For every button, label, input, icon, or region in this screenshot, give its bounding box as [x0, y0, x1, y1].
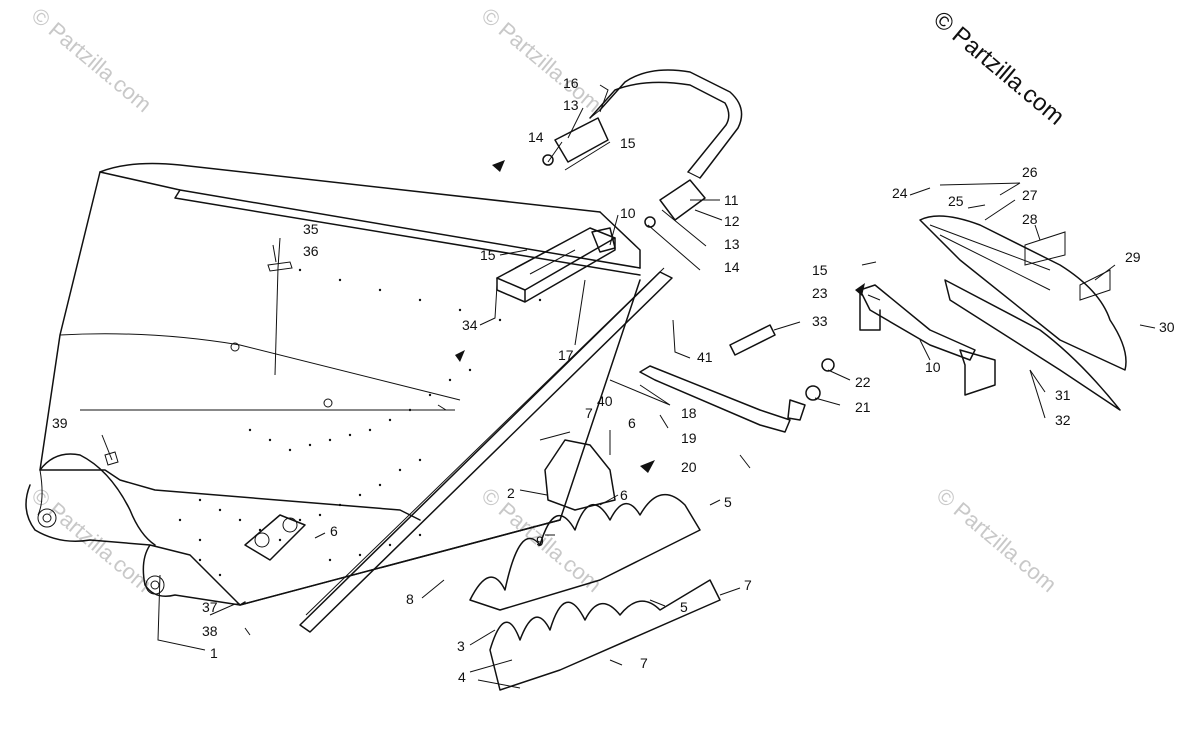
callout-2: 2	[507, 485, 515, 501]
callout-25: 25	[948, 193, 964, 209]
callout-24: 24	[892, 185, 908, 201]
callout-9: 9	[536, 533, 544, 549]
callout-16: 16	[563, 75, 579, 91]
grab-handle	[542, 69, 743, 228]
callout-15a: 15	[620, 135, 636, 151]
callout-17: 17	[558, 347, 574, 363]
callout-38: 38	[202, 623, 218, 639]
reflector-33	[729, 324, 776, 356]
callout-34: 34	[462, 317, 478, 333]
rail-strip	[299, 267, 673, 633]
callout-8: 8	[406, 591, 414, 607]
snow-flap-assembly	[855, 215, 1127, 411]
callout-13b: 13	[724, 236, 740, 252]
callout-31: 31	[1055, 387, 1071, 403]
callout-7b: 7	[744, 577, 752, 593]
callout-26: 26	[1022, 164, 1038, 180]
callout-3: 3	[457, 638, 465, 654]
callout-13a: 13	[563, 97, 579, 113]
callout-5a: 5	[724, 494, 732, 510]
callout-33: 33	[812, 313, 828, 329]
callout-22: 22	[855, 374, 871, 390]
callout-1: 1	[210, 645, 218, 661]
callout-28: 28	[1022, 211, 1038, 227]
arrow-marker	[455, 350, 465, 362]
callout-14a: 14	[528, 129, 544, 145]
callout-23: 23	[812, 285, 828, 301]
callout-41: 41	[697, 349, 713, 365]
callout-10a: 10	[620, 205, 636, 221]
callout-4: 4	[458, 669, 466, 685]
callout-30: 30	[1159, 319, 1175, 335]
callout-36: 36	[303, 243, 319, 259]
seat-bracket	[496, 227, 616, 303]
callout-5b: 5	[680, 599, 688, 615]
callout-12: 12	[724, 213, 740, 229]
callout-35: 35	[303, 221, 319, 237]
arrow-marker	[855, 283, 865, 296]
callout-7c: 7	[640, 655, 648, 671]
watermark-faint: © Partzilla.com	[477, 3, 607, 117]
leader-lines	[101, 84, 1156, 689]
callout-15b: 15	[480, 247, 496, 263]
callout-40: 40	[597, 393, 613, 409]
watermark-main: © Partzilla.com	[928, 6, 1069, 131]
callout-37: 37	[202, 599, 218, 615]
callout-labels: 1 2 3 4 5 5 6 6 6 7 7 7 8 9 10 10 11 12 …	[52, 75, 1175, 685]
callout-39: 39	[52, 415, 68, 431]
callout-11: 11	[724, 192, 739, 208]
callout-15c: 15	[812, 262, 828, 278]
callout-10b: 10	[925, 359, 941, 375]
faint-watermarks: © Partzilla.com © Partzilla.com © Partzi…	[27, 3, 1062, 597]
brace-rod	[639, 358, 835, 433]
callout-27: 27	[1022, 187, 1038, 203]
callout-18: 18	[681, 405, 697, 421]
arrow-marker	[492, 160, 505, 172]
watermark-faint: © Partzilla.com	[27, 3, 157, 117]
callout-20: 20	[681, 459, 697, 475]
callout-14b: 14	[724, 259, 740, 275]
tunnel	[25, 160, 655, 606]
arrow-marker	[640, 460, 655, 473]
callout-21: 21	[855, 399, 871, 415]
callout-6b: 6	[620, 487, 628, 503]
rear-bumper-bracket	[469, 439, 721, 691]
callout-29: 29	[1125, 249, 1141, 265]
callout-6a: 6	[628, 415, 636, 431]
callout-19: 19	[681, 430, 697, 446]
watermark-faint: © Partzilla.com	[932, 483, 1062, 597]
callout-7a: 7	[585, 405, 593, 421]
callout-32: 32	[1055, 412, 1071, 428]
callout-6c: 6	[330, 523, 338, 539]
